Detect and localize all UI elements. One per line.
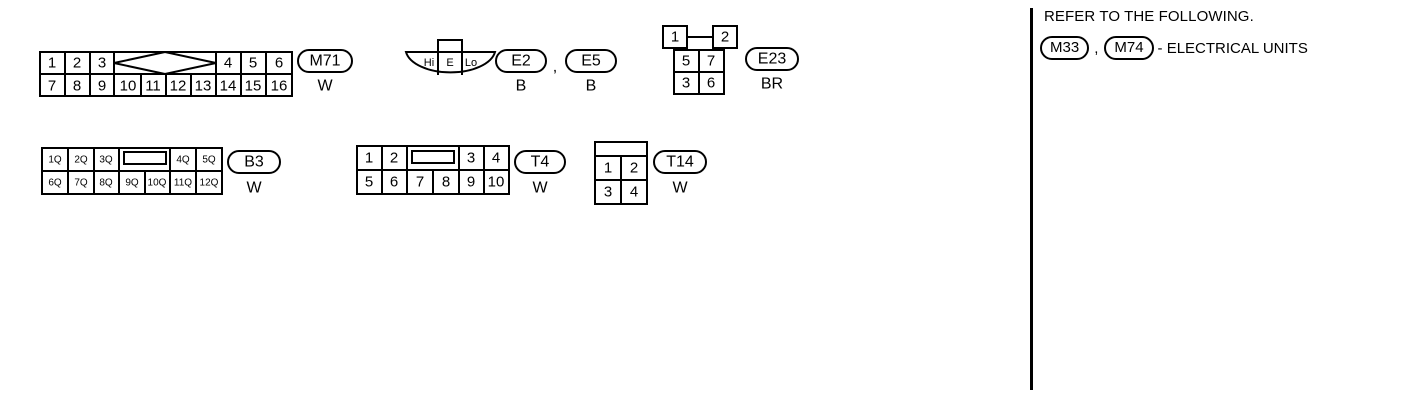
- e23-pin: 3: [682, 75, 690, 92]
- connector-horn: [404, 39, 617, 75]
- refer-suffix: - ELECTRICAL UNITS: [1157, 39, 1308, 57]
- t4-pin: 8: [442, 174, 450, 191]
- connector-separator: ,: [553, 59, 557, 76]
- e2-badge: [495, 49, 547, 73]
- m71-pin: 15: [245, 78, 262, 95]
- horn-key: [437, 39, 463, 53]
- t14-pin: 4: [630, 184, 638, 201]
- e5-badge: [565, 49, 617, 73]
- t4-pin: 4: [492, 150, 500, 167]
- t4-pin: 2: [390, 150, 398, 167]
- e23-id: E23: [758, 51, 787, 68]
- t4-pin: 9: [467, 174, 475, 191]
- horn-housing: [404, 51, 497, 74]
- b3-pin: 1Q: [48, 155, 62, 166]
- b3-pin: 9Q: [125, 178, 139, 189]
- t4-pin: 7: [416, 174, 424, 191]
- t14-pin: 3: [604, 184, 612, 201]
- m71-pin: 8: [73, 78, 81, 95]
- e23-pin: 5: [682, 53, 690, 70]
- m71-pin: 1: [48, 55, 56, 72]
- t4-badge: [514, 150, 566, 174]
- b3-pin: 11Q: [174, 178, 192, 189]
- e23-pin: 2: [721, 29, 729, 46]
- connector-t4: [356, 145, 566, 195]
- e23-color: BR: [761, 76, 783, 93]
- e2-color: B: [516, 78, 527, 95]
- m71-pin: 10: [120, 78, 137, 95]
- connector-e23: [662, 25, 799, 95]
- t14-pin: 2: [630, 160, 638, 177]
- m71-pin: 5: [249, 55, 257, 72]
- m71-pin: 3: [98, 55, 106, 72]
- m71-pin: 7: [48, 78, 56, 95]
- e23-pin: 1: [671, 29, 679, 46]
- b3-badge: [227, 150, 281, 174]
- m71-pin: 12: [170, 78, 187, 95]
- refer-comma: ,: [1094, 39, 1099, 57]
- horn-pin-lo: Lo: [465, 57, 477, 69]
- connector-b3: [41, 147, 281, 195]
- unit-badge-m74: M74: [1104, 36, 1154, 60]
- b3-pin: 5Q: [202, 155, 216, 166]
- t4-pin: 3: [467, 150, 475, 167]
- m71-id: M71: [309, 53, 340, 70]
- b3-pin: 2Q: [74, 155, 88, 166]
- b3-pin: 4Q: [176, 155, 190, 166]
- horn-pin-e: E: [446, 57, 453, 69]
- t4-pin: 10: [488, 174, 505, 191]
- b3-pin: 12Q: [200, 178, 219, 189]
- t4-pin: 6: [390, 174, 398, 191]
- t4-color: W: [532, 180, 548, 197]
- m71-badge: [297, 49, 353, 73]
- b3-pin: 7Q: [74, 178, 88, 189]
- t4-lock-slot: [411, 150, 455, 164]
- m71-pin: 2: [73, 55, 81, 72]
- b3-pin: 8Q: [99, 178, 113, 189]
- e23-pin: 7: [707, 53, 715, 70]
- e23-badge: [745, 47, 799, 71]
- unit-badge-m33: M33: [1040, 36, 1090, 60]
- e5-id: E5: [581, 53, 601, 70]
- b3-pin: 6Q: [48, 178, 62, 189]
- t14-badge: [653, 150, 707, 174]
- b3-pin: 10Q: [148, 178, 167, 189]
- b3-pin: 3Q: [99, 155, 113, 166]
- b3-lock-slot: [123, 151, 167, 165]
- divider-line: [1030, 8, 1033, 390]
- e23-pin: 6: [707, 75, 715, 92]
- t14-id: T14: [666, 154, 694, 171]
- horn-pin-hi: Hi: [424, 57, 434, 69]
- refer-units-line: M33 , M74 - ELECTRICAL UNITS: [1040, 36, 1308, 60]
- t4-id: T4: [531, 154, 550, 171]
- b3-id: B3: [244, 154, 264, 171]
- m71-pin: 9: [98, 78, 106, 95]
- connector-t14: [594, 141, 707, 205]
- m71-pin: 11: [145, 78, 161, 95]
- t4-pin: 5: [365, 174, 373, 191]
- m71-pin: 13: [195, 78, 212, 95]
- m71-lock-diamond: [113, 50, 217, 76]
- m71-pin: 4: [224, 55, 232, 72]
- m71-color: W: [317, 78, 333, 95]
- m71-pin: 14: [220, 78, 237, 95]
- e5-color: B: [586, 78, 597, 95]
- b3-color: W: [246, 180, 262, 197]
- t14-color: W: [672, 180, 688, 197]
- m71-pin: 6: [275, 55, 283, 72]
- m71-pin: 16: [271, 78, 288, 95]
- refer-heading: REFER TO THE FOLLOWING.: [1044, 8, 1254, 25]
- t4-pin: 1: [365, 150, 373, 167]
- e2-id: E2: [511, 53, 531, 70]
- t14-pin: 1: [604, 160, 612, 177]
- connector-m71: [39, 49, 353, 97]
